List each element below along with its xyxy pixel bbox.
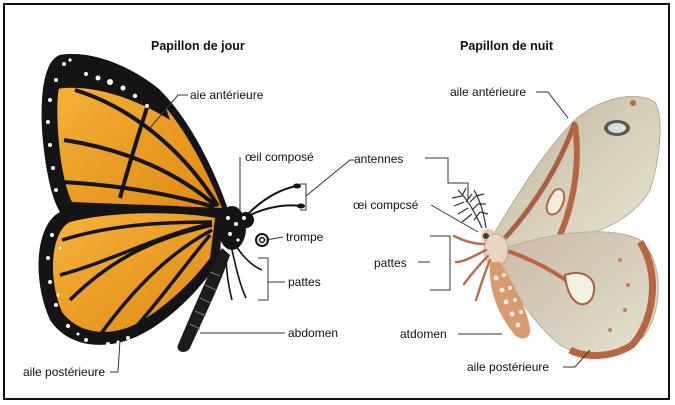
label-butterfly-eye: œil composé <box>245 150 314 164</box>
label-butterfly-forewing: aie antérieure <box>190 88 263 102</box>
label-butterfly-hindwing: aile postérieure <box>23 365 105 379</box>
label-moth-abdomen: atdomen <box>400 327 447 341</box>
label-butterfly-legs: pattes <box>288 275 321 289</box>
label-moth-hindwing: aile postérieure <box>467 360 549 374</box>
butterfly <box>39 54 305 352</box>
label-butterfly-abdomen: abdomen <box>288 326 338 340</box>
moth-title: Papillon de nuit <box>460 39 553 53</box>
label-moth-legs: pattes <box>374 256 407 270</box>
label-moth-forewing: aile antérieure <box>450 85 526 99</box>
label-butterfly-proboscis: trompe <box>286 230 323 244</box>
moth <box>452 96 660 355</box>
label-moth-eye: œi compcsé <box>353 198 418 212</box>
butterfly-title: Papillon de jour <box>151 39 245 53</box>
moth-antennae <box>452 188 488 228</box>
label-antennae: antennes <box>354 152 403 166</box>
